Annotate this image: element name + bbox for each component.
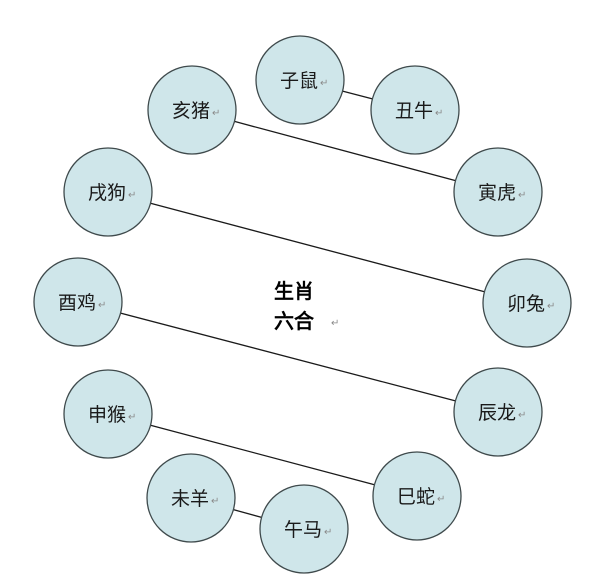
center-title-line1: 生肖 — [274, 279, 314, 303]
node-circle — [259, 484, 349, 574]
node-label: 未羊 — [171, 488, 209, 510]
node-label: 申猴 — [88, 404, 126, 426]
node-label: 午马 — [284, 519, 322, 541]
paragraph-mark-icon: ↵ — [98, 300, 106, 311]
node-circle — [63, 369, 153, 459]
node-circle — [370, 65, 460, 155]
node-wu: 午马↵ — [259, 484, 349, 574]
paragraph-mark-icon: ↵ — [128, 412, 136, 423]
node-wei: 未羊↵ — [146, 453, 236, 543]
node-circle — [453, 367, 543, 457]
paragraph-mark-icon: ↵ — [435, 108, 443, 119]
pair-line-xu-mao — [150, 202, 485, 293]
node-chen: 辰龙↵ — [453, 367, 543, 457]
node-label: 辰龙 — [478, 402, 516, 424]
node-circle — [255, 35, 345, 125]
pair-line-hai-yin — [234, 120, 456, 182]
paragraph-mark-icon: ↵ — [437, 494, 445, 505]
node-mao: 卯兔↵ — [482, 258, 572, 348]
node-circle — [372, 451, 462, 541]
node-zi: 子鼠↵ — [255, 35, 345, 125]
node-si: 巳蛇↵ — [372, 451, 462, 541]
paragraph-mark-icon: ↵ — [518, 410, 526, 421]
paragraph-mark-icon: ↵ — [331, 318, 339, 329]
node-circle — [482, 258, 572, 348]
paragraph-mark-icon: ↵ — [128, 190, 136, 201]
node-circle — [147, 65, 237, 155]
pair-line-shen-si — [150, 424, 375, 486]
paragraph-mark-icon: ↵ — [547, 301, 555, 312]
node-xu: 戌狗↵ — [63, 147, 153, 237]
pair-connectors — [120, 90, 485, 519]
node-circle — [146, 453, 236, 543]
node-label: 戌狗 — [88, 182, 126, 204]
paragraph-mark-icon: ↵ — [518, 190, 526, 201]
pair-line-you-chen — [120, 312, 456, 402]
node-label: 寅虎 — [478, 182, 516, 204]
paragraph-mark-icon: ↵ — [320, 78, 328, 89]
pair-line-wei-wu — [233, 508, 262, 519]
node-circle — [453, 147, 543, 237]
paragraph-mark-icon: ↵ — [211, 496, 219, 507]
node-label: 子鼠 — [280, 70, 318, 92]
node-label: 亥猪 — [172, 100, 210, 122]
node-label: 巳蛇 — [397, 486, 435, 508]
node-label: 酉鸡 — [58, 292, 96, 314]
node-chou: 丑牛↵ — [370, 65, 460, 155]
node-circle — [63, 147, 153, 237]
pair-line-zi-chou — [342, 90, 373, 100]
paragraph-mark-icon: ↵ — [212, 108, 220, 119]
zodiac-nodes: 子鼠↵丑牛↵寅虎↵卯兔↵辰龙↵巳蛇↵午马↵未羊↵申猴↵酉鸡↵戌狗↵亥猪↵ — [33, 35, 572, 574]
node-label: 丑牛 — [395, 100, 433, 122]
center-title-line2: 六合 — [274, 309, 315, 333]
node-label: 卯兔 — [507, 293, 545, 315]
node-hai: 亥猪↵ — [147, 65, 237, 155]
node-yin: 寅虎↵ — [453, 147, 543, 237]
center-title: 生肖 六合 ↵ — [274, 279, 339, 333]
node-shen: 申猴↵ — [63, 369, 153, 459]
node-circle — [33, 257, 123, 347]
paragraph-mark-icon: ↵ — [324, 527, 332, 538]
node-you: 酉鸡↵ — [33, 257, 123, 347]
